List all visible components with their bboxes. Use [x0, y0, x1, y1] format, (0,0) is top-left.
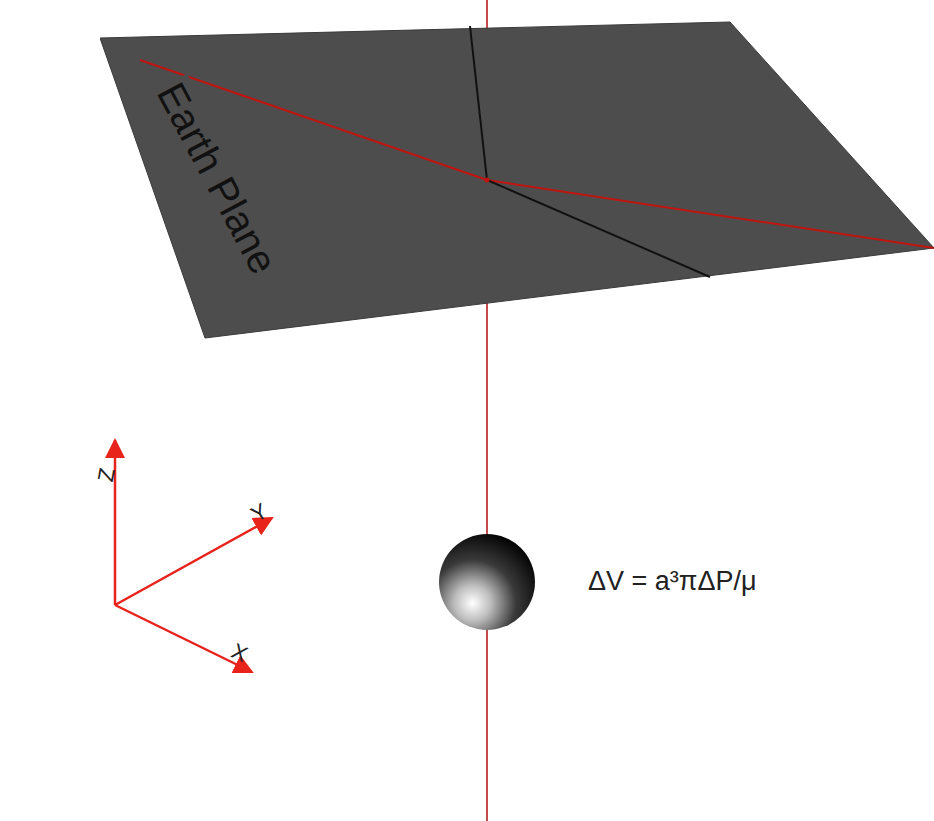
earth-plane: Earth Plane — [100, 20, 934, 340]
axis-label: X — [227, 638, 251, 668]
formula: ΔV = a³πΔP/μ — [588, 566, 757, 597]
axis-triad — [115, 440, 272, 672]
spherical-source — [439, 534, 535, 630]
axis-label: Y — [246, 498, 272, 528]
plane-axis-line — [470, 26, 710, 277]
axis-label: Z — [93, 466, 121, 484]
